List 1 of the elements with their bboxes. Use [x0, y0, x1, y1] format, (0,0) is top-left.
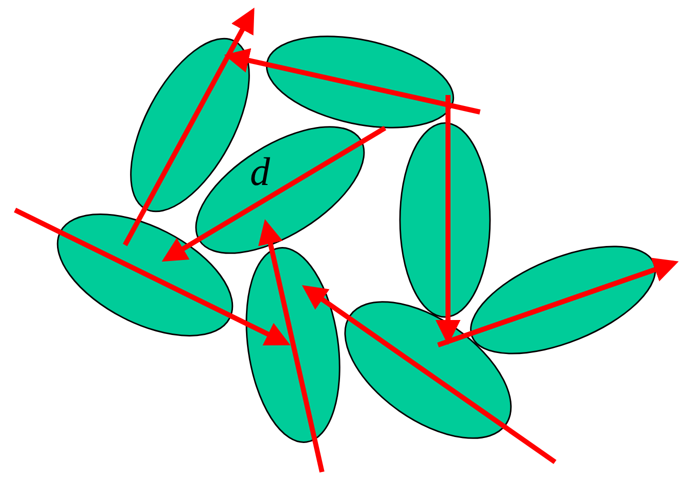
distance-label: d: [250, 152, 270, 192]
